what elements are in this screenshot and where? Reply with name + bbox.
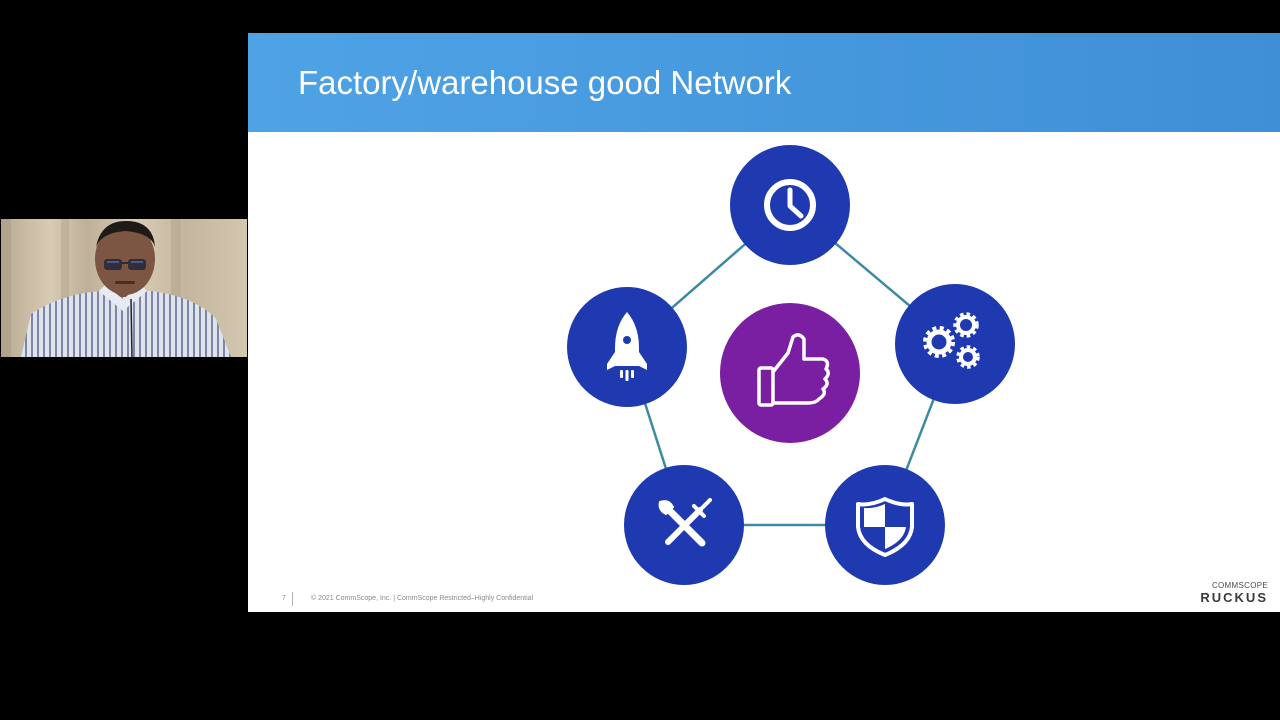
- commscope-ruckus-logo: COMMSCOPE RUCKUS: [1200, 581, 1268, 605]
- tools-icon: [624, 465, 744, 585]
- gears-icon: [895, 284, 1015, 404]
- rocket-icon: [567, 287, 687, 407]
- footer-divider: [292, 592, 293, 606]
- thumbs-up-icon: [720, 303, 860, 443]
- slide-title: Factory/warehouse good Network: [298, 64, 792, 101]
- slide-header-bar: Factory/warehouse good Network: [248, 33, 1280, 132]
- slide-footer-text: © 2021 CommScope, Inc. | CommScope Restr…: [311, 595, 534, 602]
- shield-icon: [825, 465, 945, 585]
- slide-page-number: 7: [282, 595, 286, 602]
- logo-ruckus-text: RUCKUS: [1200, 590, 1268, 605]
- network-pentagon-diagram: [567, 145, 1015, 585]
- logo-commscope-text: COMMSCOPE: [1211, 581, 1268, 590]
- clock-icon: [730, 145, 850, 265]
- presentation-slide: Factory/warehouse good Network: [248, 33, 1280, 612]
- presenter-video-thumbnail[interactable]: [1, 219, 247, 357]
- presenter-avatar: [1, 219, 247, 357]
